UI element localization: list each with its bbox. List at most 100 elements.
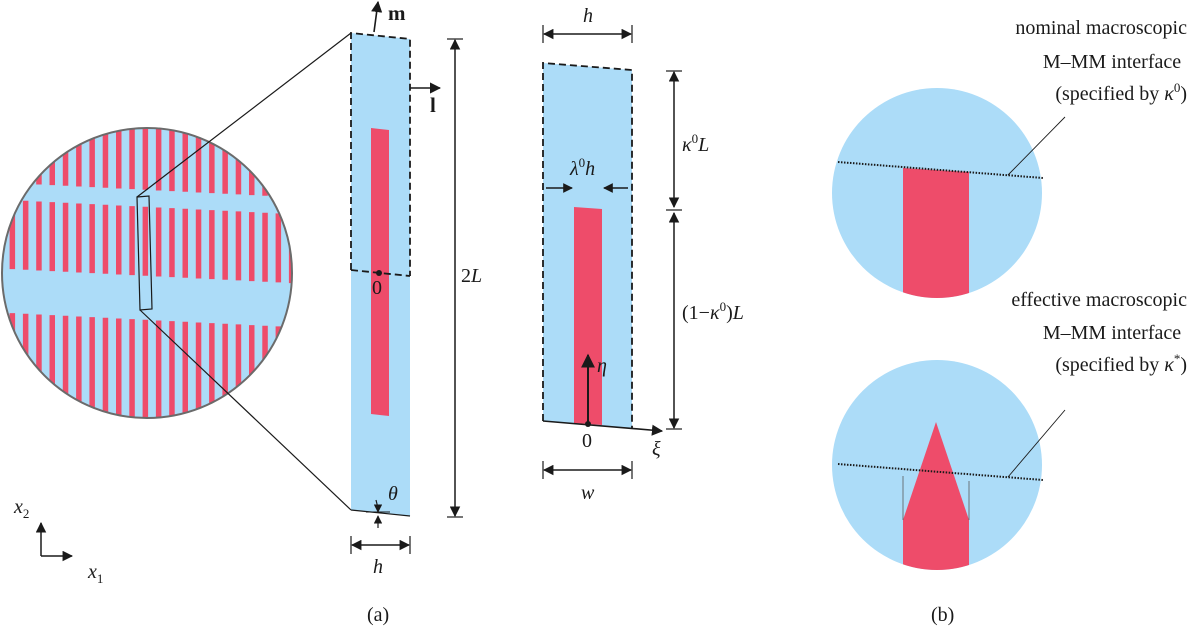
- x2-label: x2: [13, 496, 29, 521]
- effective-text-line3: (specified by κ*): [1055, 351, 1187, 376]
- inclusion-stripe: [116, 128, 122, 189]
- inclusion-stripe: [288, 128, 292, 198]
- inclusion-stripe: [195, 322, 202, 418]
- inclusion-stripe: [102, 128, 109, 188]
- nominal-leader-line: [1007, 116, 1066, 176]
- inclusion-stripe: [0, 312, 2, 432]
- inclusion-stripe: [102, 317, 109, 418]
- inclusion-stripe: [22, 313, 29, 418]
- inclusion-stripe: [249, 325, 255, 418]
- selected-cell-outline: [136, 195, 153, 311]
- inclusion-stripe: [182, 321, 188, 418]
- inclusion-stripe: [275, 128, 282, 197]
- inclusion-stripe: [169, 321, 175, 418]
- inclusion-stripe: [102, 204, 109, 274]
- inclusion-stripe: [142, 128, 149, 190]
- origin-label-cell: 0: [582, 430, 592, 452]
- unit-strip: [350, 32, 411, 517]
- inclusion-stripe: [49, 128, 55, 186]
- inclusion-stripe: [116, 318, 122, 418]
- inclusion-stripe: [76, 203, 82, 273]
- 2L-label: 2L: [461, 265, 482, 287]
- xi-label: ξ: [652, 438, 661, 460]
- caption-a: (a): [367, 604, 389, 626]
- inclusion-stripe: [62, 202, 69, 272]
- cell-inclusion: [574, 207, 602, 425]
- inclusion-stripe: [9, 128, 16, 184]
- inclusion-stripe: [209, 323, 215, 418]
- effective-text-line1: effective macroscopic: [1011, 289, 1187, 311]
- nominal-interface-line: [837, 161, 1044, 179]
- nominal-interface-circle: [832, 88, 1066, 298]
- inclusion-stripe: [89, 317, 95, 418]
- inclusion-stripe: [155, 207, 162, 277]
- inclusion-stripe: [275, 326, 282, 418]
- theta-arc: [373, 499, 383, 513]
- inclusion-stripe: [36, 314, 42, 418]
- eta-label: η: [597, 355, 607, 377]
- inclusion-stripe: [209, 210, 215, 280]
- inclusion-stripe: [262, 212, 268, 282]
- caption-b: (b): [931, 604, 954, 626]
- kappa0L-label: κ0L: [682, 131, 709, 156]
- inclusion-stripe: [22, 128, 29, 184]
- inclusion-stripe: [262, 128, 268, 196]
- nominal-text-line3: (specified by κ0): [1055, 80, 1187, 105]
- origin-dot: [376, 270, 382, 276]
- zoom-line-top: [136, 32, 352, 198]
- inclusion-stripe: [275, 213, 282, 283]
- zoom-line-bottom: [139, 309, 352, 511]
- unit-cell: [542, 62, 633, 428]
- theta-label: θ: [388, 483, 398, 505]
- inclusion-stripe: [129, 206, 135, 276]
- inclusion-stripe: [235, 211, 242, 281]
- lambda-h-label: λ0h: [569, 155, 595, 180]
- inclusion-stripe: [142, 206, 149, 276]
- xi-axis: [542, 420, 664, 436]
- inclusion-stripe: [235, 128, 242, 195]
- effective-inclusion: [903, 422, 969, 570]
- inclusion-stripe: [155, 128, 162, 191]
- nominal-inclusion: [903, 168, 969, 298]
- cell-dashed-outline: [542, 62, 633, 428]
- inclusion-stripe: [169, 208, 175, 278]
- inclusion-stripe: [142, 319, 149, 418]
- inclusion-stripe: [155, 320, 162, 418]
- inclusion-stripe: [249, 128, 255, 196]
- m-vector-label: m: [388, 1, 406, 25]
- inclusion-stripe: [9, 200, 16, 270]
- inclusion-stripe: [22, 200, 29, 270]
- one-minus-kappa-label: (1−κ0)L: [682, 299, 744, 324]
- inclusion-stripe: [36, 128, 42, 185]
- effective-interface-line: [837, 463, 1044, 481]
- x1-label: x1: [87, 561, 103, 586]
- origin-label-strip: 0: [372, 277, 382, 299]
- inclusion-stripe: [62, 128, 69, 186]
- inclusion-stripe: [76, 128, 82, 187]
- inclusion-stripe: [195, 209, 202, 279]
- effective-leader-line: [1007, 409, 1066, 478]
- inclusion-stripe: [76, 316, 82, 418]
- inclusion-stripe: [209, 128, 215, 194]
- inclusion-stripe: [222, 323, 228, 418]
- inclusion-stripe: [49, 202, 55, 272]
- l-vector-label: l: [430, 93, 436, 117]
- effective-text-line2: M–MM interface: [1043, 322, 1181, 344]
- circle-border: [1, 127, 293, 419]
- inclusion-stripe: [0, 199, 2, 268]
- inclusion-stripe: [222, 128, 228, 194]
- inclusion-stripe: [249, 212, 255, 282]
- inclusion-stripe: [116, 205, 122, 275]
- inclusion-stripe: [49, 315, 55, 418]
- h-label-bottom: h: [373, 556, 383, 578]
- nominal-text-line2: M–MM interface: [1043, 51, 1181, 73]
- inclusion-stripe: [62, 315, 69, 418]
- inclusion-stripe: [36, 201, 42, 271]
- h-label-top: h: [583, 5, 593, 27]
- unit-cell-dashed-outline: [350, 32, 411, 276]
- inclusion-stripe: [288, 327, 292, 418]
- inclusion-stripe: [129, 319, 135, 418]
- microstructure-circle: [0, 62, 293, 432]
- inclusion-stripe: [0, 62, 2, 182]
